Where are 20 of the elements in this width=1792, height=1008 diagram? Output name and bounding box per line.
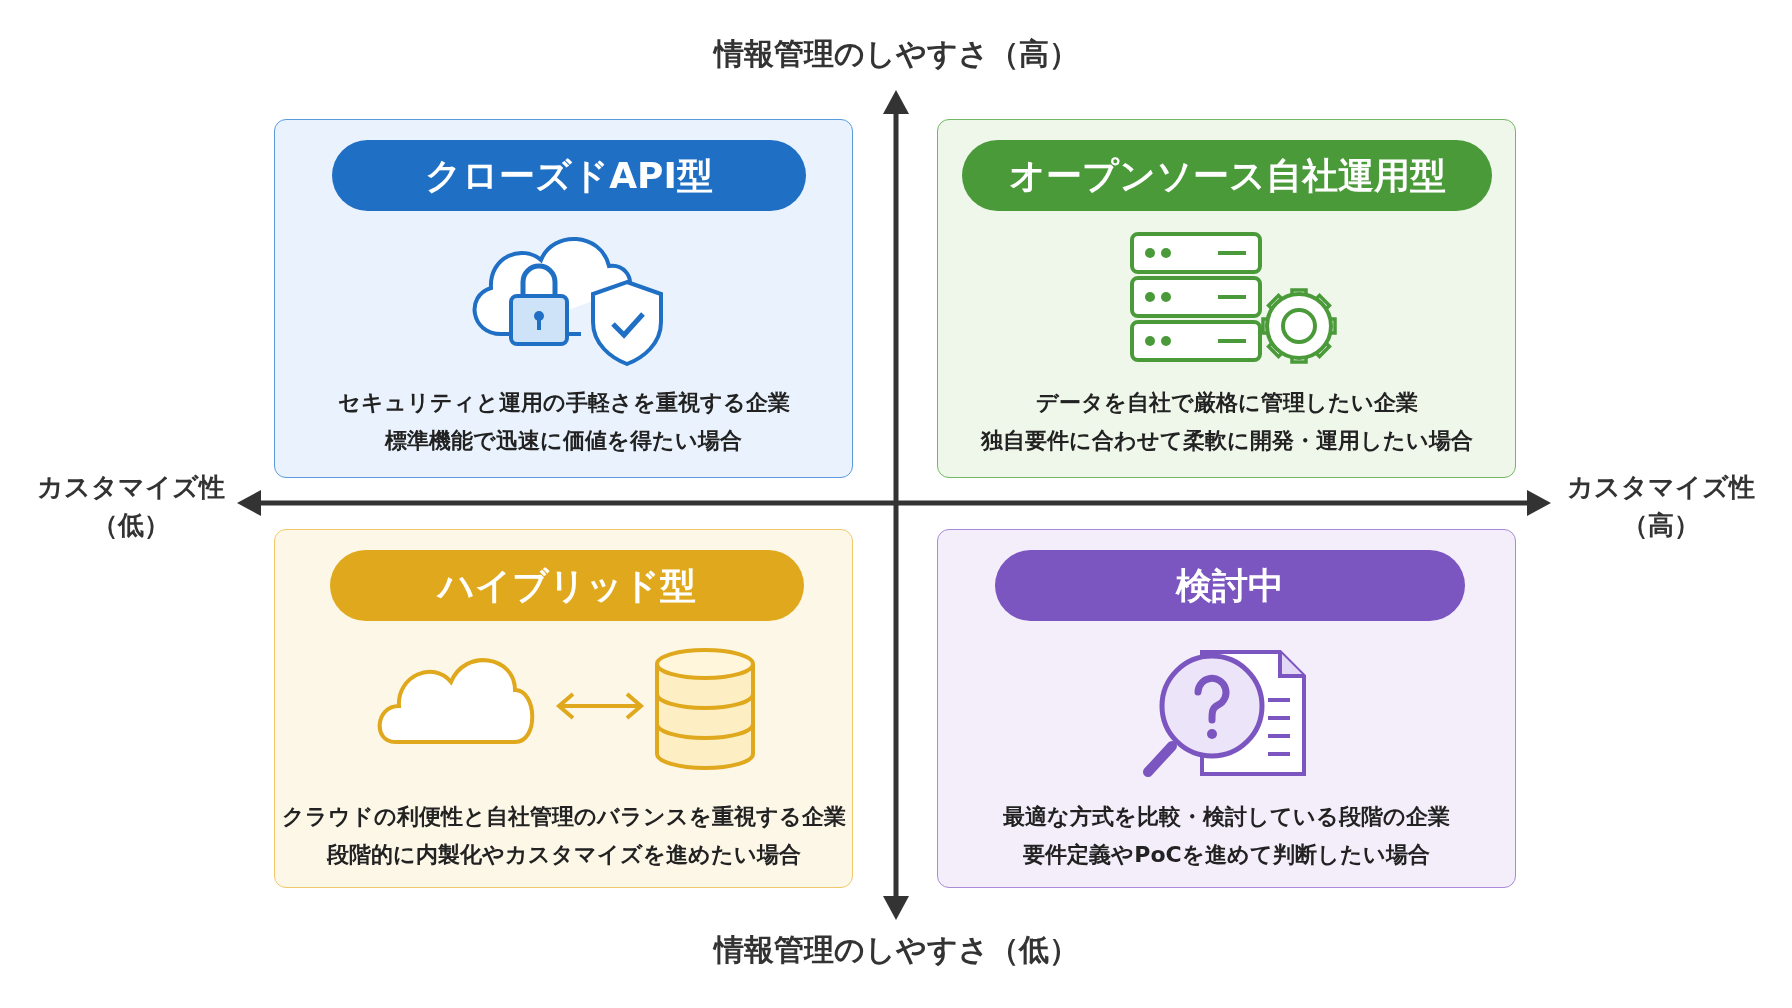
description-text: データを自社で厳格に管理したい企業 xyxy=(1034,389,1419,417)
description-text: 段階的に内製化やカスタマイズを進めたい場合 xyxy=(325,841,802,869)
heading-pill: 検討中 xyxy=(995,550,1465,621)
quadrant-card xyxy=(937,529,1516,888)
quadrant-card xyxy=(937,119,1516,478)
description-text: 最適な方式を比較・検討している段階の企業 xyxy=(1002,803,1451,831)
description-text: 要件定義やPoCを進めて判断したい場合 xyxy=(1022,841,1431,869)
description-text: セキュリティと運用の手軽さを重視する企業 xyxy=(336,389,791,417)
axis-label: カスタマイズ性（高） xyxy=(1566,471,1756,542)
axis-label: 情報管理のしやすさ（高） xyxy=(712,35,1080,73)
axis-label: 情報管理のしやすさ（低） xyxy=(712,931,1080,969)
heading-pill: ハイブリッド型 xyxy=(330,550,804,621)
heading-pill: クローズドAPI型 xyxy=(332,140,806,211)
description-text: 独自要件に合わせて柔軟に開発・運用したい場合 xyxy=(979,427,1474,455)
quadrant-card xyxy=(274,529,853,888)
quadrant-card xyxy=(274,119,853,478)
heading-pill: オープンソース自社運用型 xyxy=(962,140,1492,211)
description-text: 標準機能で迅速に価値を得たい場合 xyxy=(383,427,743,455)
axis-label: カスタマイズ性（低） xyxy=(36,471,226,542)
description-text: クラウドの利便性と自社管理のバランスを重視する企業 xyxy=(280,803,847,831)
